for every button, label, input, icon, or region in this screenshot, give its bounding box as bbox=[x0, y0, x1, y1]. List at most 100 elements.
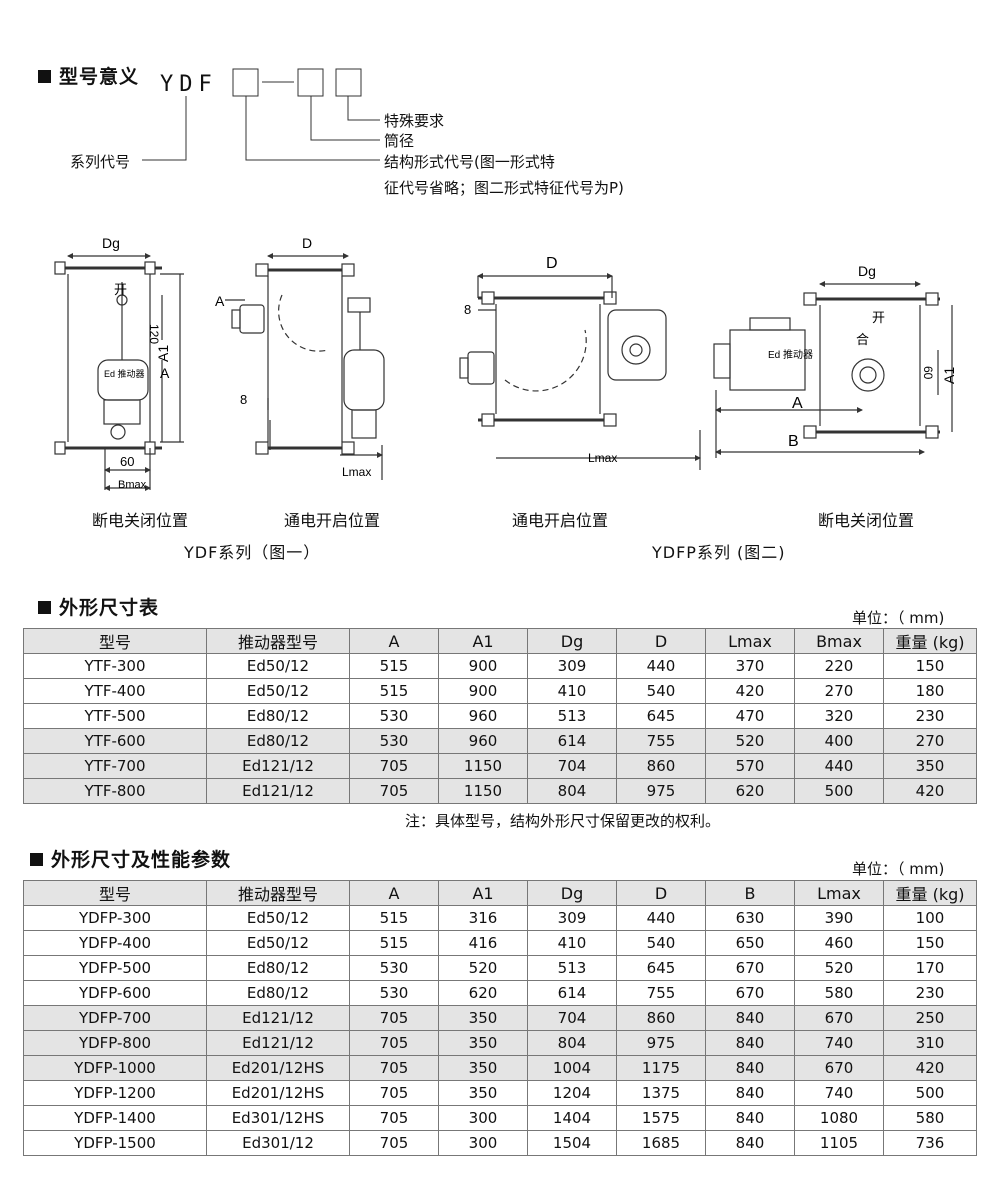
col-header: Lmax bbox=[794, 880, 884, 906]
label-a-3: A bbox=[792, 395, 803, 412]
table-cell: YDFP-1500 bbox=[23, 1130, 207, 1156]
label-structure-1: 结构形式代号(图一形式特 bbox=[384, 153, 555, 171]
table-cell: 250 bbox=[883, 1005, 977, 1031]
table-cell: 270 bbox=[883, 728, 977, 754]
table-cell: 500 bbox=[794, 778, 884, 804]
table-cell: 100 bbox=[883, 905, 977, 931]
table-cell: YDFP-800 bbox=[23, 1030, 207, 1056]
table-cell: 705 bbox=[349, 1055, 439, 1081]
table-cell: 705 bbox=[349, 1030, 439, 1056]
table-cell: 1150 bbox=[438, 753, 528, 779]
col-header: B bbox=[705, 880, 795, 906]
label-a-1: A bbox=[160, 365, 170, 381]
col-header: Dg bbox=[527, 880, 617, 906]
table-cell: 230 bbox=[883, 703, 977, 729]
table-cell: Ed201/12HS bbox=[206, 1080, 350, 1106]
table-cell: 316 bbox=[438, 905, 528, 931]
table-cell: YTF-600 bbox=[23, 728, 207, 754]
table-cell: 705 bbox=[349, 778, 439, 804]
table-cell: 840 bbox=[705, 1030, 795, 1056]
table-cell: 416 bbox=[438, 930, 528, 956]
table-cell: YDFP-500 bbox=[23, 955, 207, 981]
table-cell: 860 bbox=[616, 1005, 706, 1031]
table-cell: 1175 bbox=[616, 1055, 706, 1081]
table-cell: 310 bbox=[883, 1030, 977, 1056]
table-cell: 400 bbox=[794, 728, 884, 754]
table-cell: 420 bbox=[883, 778, 977, 804]
table-cell: YDFP-300 bbox=[23, 905, 207, 931]
label-60-1: 60 bbox=[120, 454, 134, 469]
leader-diameter bbox=[310, 96, 380, 141]
table-cell: Ed121/12 bbox=[206, 1030, 350, 1056]
table-cell: 804 bbox=[527, 778, 617, 804]
table-cell: 1404 bbox=[527, 1105, 617, 1131]
table-cell: YTF-700 bbox=[23, 753, 207, 779]
col-header: 型号 bbox=[23, 628, 207, 654]
table-cell: Ed50/12 bbox=[206, 905, 350, 931]
table-cell: 515 bbox=[349, 930, 439, 956]
table-cell: 900 bbox=[438, 653, 528, 679]
col-header: A1 bbox=[438, 628, 528, 654]
col-header: 型号 bbox=[23, 880, 207, 906]
label-a1-2: A1 bbox=[941, 367, 957, 384]
table-cell: 840 bbox=[705, 1005, 795, 1031]
table-header-row: 型号 推动器型号 A A1 Dg D Lmax Bmax 重量 (kg) bbox=[23, 628, 977, 654]
table-cell: 309 bbox=[527, 653, 617, 679]
table-cell: 350 bbox=[438, 1030, 528, 1056]
table-cell: 1004 bbox=[527, 1055, 617, 1081]
table-cell: YDFP-1000 bbox=[23, 1055, 207, 1081]
table-cell: 350 bbox=[438, 1080, 528, 1106]
table-cell: YDFP-700 bbox=[23, 1005, 207, 1031]
label-d-1: D bbox=[302, 235, 312, 251]
bullet-square-icon bbox=[30, 853, 43, 866]
series-caption-2: YDFP系列 (图二) bbox=[652, 543, 786, 562]
table-cell: 755 bbox=[616, 728, 706, 754]
table-cell: Ed301/12 bbox=[206, 1130, 350, 1156]
drawing-ydfp-open bbox=[459, 273, 701, 470]
table-cell: YDFP-1400 bbox=[23, 1105, 207, 1131]
table-cell: Ed121/12 bbox=[206, 753, 350, 779]
table2-unit: 单位：（ mm) bbox=[852, 860, 945, 878]
table-cell: 614 bbox=[527, 728, 617, 754]
label-structure-2: 征代号省略；图二形式特征代号为P) bbox=[384, 179, 624, 197]
caption-ydf-closed: 断电关闭位置 bbox=[92, 511, 189, 530]
table-cell: 150 bbox=[883, 930, 977, 956]
table-cell: 440 bbox=[616, 905, 706, 931]
table-cell: 580 bbox=[794, 980, 884, 1006]
table-cell: 410 bbox=[527, 930, 617, 956]
table1-unit: 单位：（ mm) bbox=[852, 609, 945, 627]
table-cell: 1375 bbox=[616, 1080, 706, 1106]
table-cell: YTF-500 bbox=[23, 703, 207, 729]
label-8-2: 8 bbox=[464, 302, 471, 317]
label-ed-2: Ed 推动器 bbox=[768, 348, 813, 361]
col-header: 推动器型号 bbox=[206, 880, 350, 906]
table-cell: 309 bbox=[527, 905, 617, 931]
series-caption-1: YDF系列（图一） bbox=[184, 543, 321, 562]
table-cell: Ed50/12 bbox=[206, 678, 350, 704]
table-cell: 530 bbox=[349, 703, 439, 729]
technical-drawings: Dg 开 120 A1 A Ed 推动器 60 Bmax D A 8 Lmax bbox=[54, 235, 957, 491]
table-cell: 705 bbox=[349, 1080, 439, 1106]
col-header: D bbox=[616, 628, 706, 654]
table-cell: 840 bbox=[705, 1055, 795, 1081]
label-he: 合 bbox=[856, 332, 869, 347]
meaning-title: 型号意义 bbox=[38, 62, 139, 89]
col-header: 重量 (kg) bbox=[883, 628, 977, 654]
caption-ydfp-closed: 断电关闭位置 bbox=[818, 511, 915, 530]
table-cell: YTF-400 bbox=[23, 678, 207, 704]
table-cell: 520 bbox=[794, 955, 884, 981]
table-cell: 420 bbox=[705, 678, 795, 704]
caption-ydfp-open: 通电开启位置 bbox=[512, 511, 609, 530]
table-cell: 900 bbox=[438, 678, 528, 704]
table-cell: 1080 bbox=[794, 1105, 884, 1131]
performance-table: 型号 推动器型号 A A1 Dg D B Lmax 重量 (kg) YDFP-3… bbox=[23, 880, 977, 1156]
table-cell: 350 bbox=[438, 1055, 528, 1081]
table-cell: 705 bbox=[349, 1130, 439, 1156]
table-cell: YDFP-600 bbox=[23, 980, 207, 1006]
